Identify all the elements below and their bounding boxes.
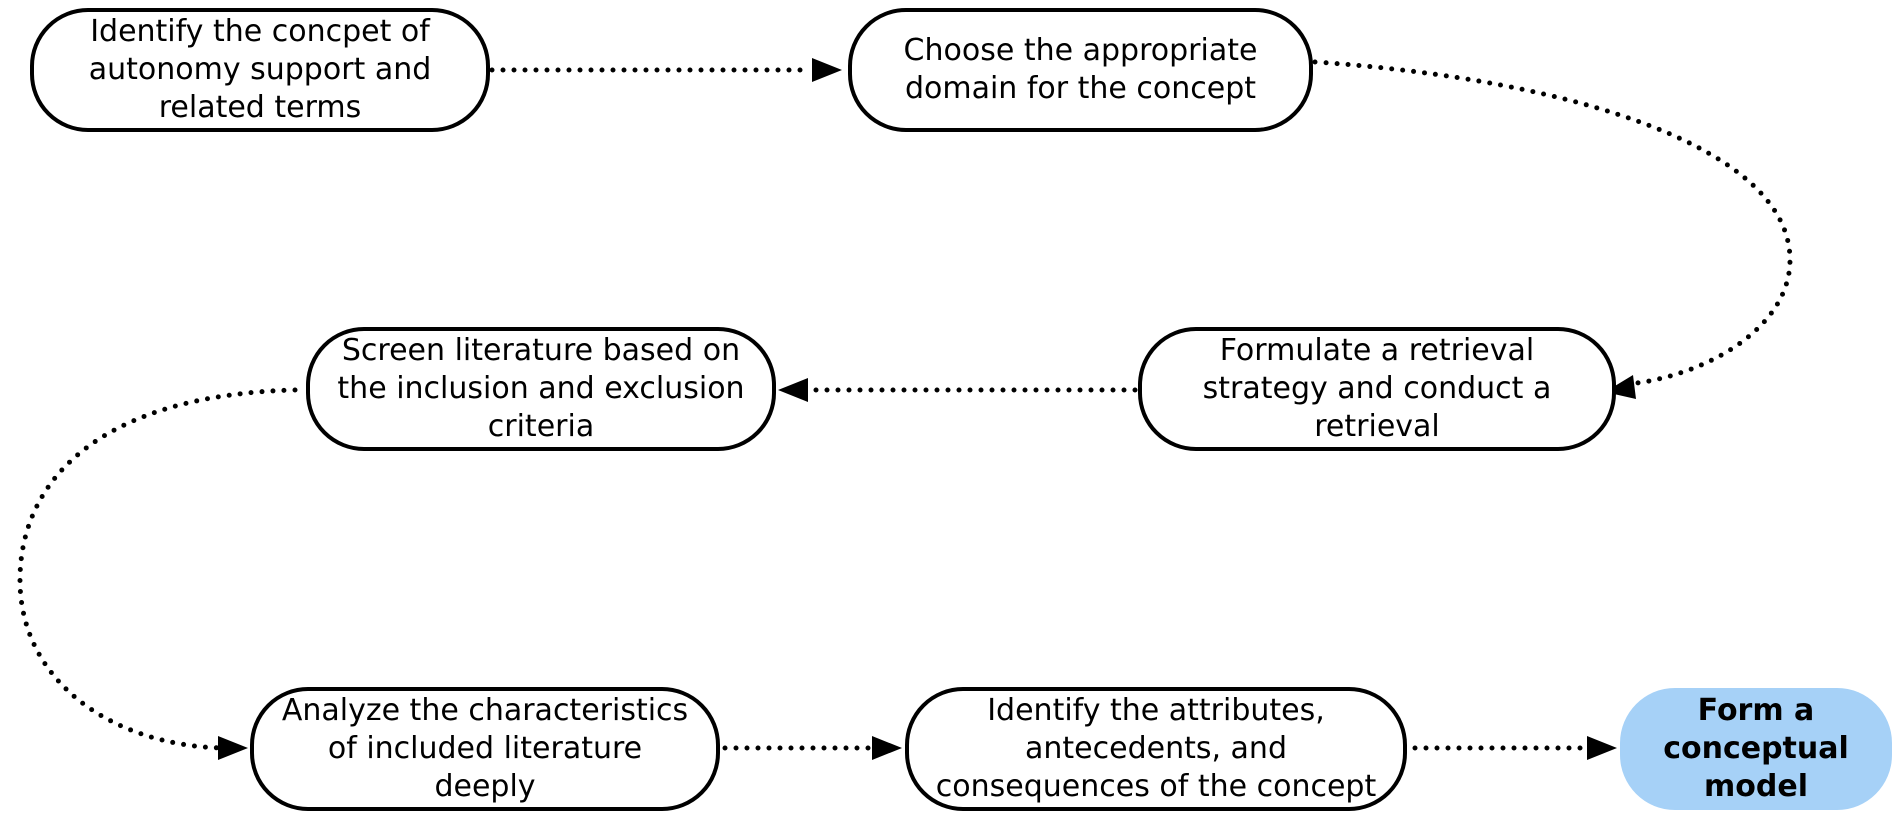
- step-analyze-characteristics: Analyze the characteristics of included …: [250, 687, 720, 811]
- step-6-line-1: Identify the attributes,: [987, 693, 1325, 728]
- step-7-line-2: conceptual: [1663, 731, 1849, 766]
- arrowhead-step6: [872, 736, 902, 760]
- step-6-line-3: consequences of the concept: [935, 769, 1377, 804]
- step-1-line-2: autonomy support and: [88, 52, 432, 87]
- step-2-line-2: domain for the concept: [904, 71, 1257, 106]
- step-2-line-1: Choose the appropriate: [903, 33, 1258, 68]
- step-1-line-1: Identify the concpet of: [90, 14, 430, 49]
- arrowhead-step2: [812, 58, 842, 82]
- step-screen-literature: Screen literature based on the inclusion…: [306, 327, 776, 451]
- arrowhead-step4: [778, 378, 808, 402]
- step-identify-attributes: Identify the attributes, antecedents, an…: [905, 687, 1407, 811]
- step-3-line-3: retrieval: [1314, 409, 1440, 444]
- step-5-line-1: Analyze the characteristics: [281, 693, 689, 728]
- step-5-line-2: of included literature: [327, 731, 643, 766]
- step-formulate-retrieval: Formulate a retrieval strategy and condu…: [1138, 327, 1616, 451]
- step-identify-concept: Identify the concpet of autonomy support…: [30, 8, 490, 132]
- step-7-line-1: Form a: [1697, 693, 1815, 728]
- step-form-conceptual-model: Form a conceptual model: [1620, 688, 1892, 810]
- step-3-line-2: strategy and conduct a: [1202, 371, 1552, 406]
- step-6-line-2: antecedents, and: [1025, 731, 1287, 766]
- step-1-line-3: related terms: [158, 90, 362, 125]
- arrowhead-step5: [218, 736, 248, 760]
- step-4-line-1: Screen literature based on: [341, 333, 741, 368]
- step-5-line-3: deeply: [434, 769, 536, 804]
- step-choose-domain: Choose the appropriate domain for the co…: [848, 8, 1313, 132]
- step-4-line-3: criteria: [487, 409, 595, 444]
- arrowhead-step7: [1587, 736, 1617, 760]
- step-7-line-3: model: [1704, 769, 1808, 804]
- step-3-line-1: Formulate a retrieval: [1219, 333, 1535, 368]
- step-4-line-2: the inclusion and exclusion: [337, 371, 745, 406]
- connector-step4-step5: [17, 387, 298, 751]
